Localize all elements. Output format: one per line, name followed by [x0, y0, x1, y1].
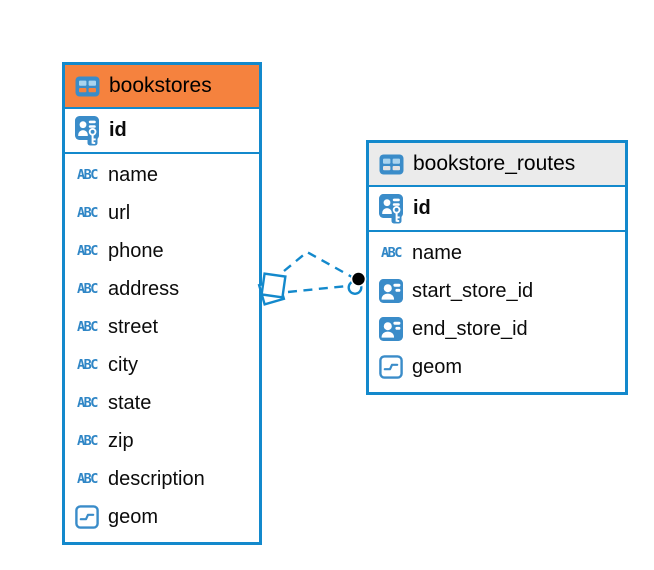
table-bookstore-routes[interactable]: bookstore_routes id [366, 140, 628, 395]
column-row[interactable]: ABC state [65, 384, 259, 422]
text-type-icon: ABC [77, 243, 98, 259]
circle-target-marker [347, 271, 367, 296]
text-type-icon: ABC [77, 433, 98, 449]
object-type-icon [377, 355, 405, 379]
text-type-icon: ABC [77, 319, 98, 335]
column-row[interactable]: geom [65, 498, 259, 536]
column-label: description [108, 467, 205, 490]
diamond-source-marker [257, 272, 287, 306]
column-row-id[interactable]: id [65, 109, 259, 154]
column-label: state [108, 391, 152, 414]
text-type-icon: ABC [77, 167, 98, 183]
table-name: bookstores [109, 74, 212, 97]
column-row[interactable]: ABC url [65, 194, 259, 232]
table-icon [377, 154, 405, 175]
column-row[interactable]: ABC name [369, 234, 625, 272]
column-label: address [108, 277, 180, 300]
text-type-icon: ABC [381, 245, 402, 261]
text-type-icon: ABC [77, 205, 98, 221]
column-label: id [109, 119, 127, 141]
column-row[interactable]: end_store_id [369, 310, 625, 348]
column-label: name [108, 163, 159, 186]
column-label: zip [108, 429, 134, 452]
relationship-edge-bent[interactable] [283, 250, 353, 279]
table-bookstores-header[interactable]: bookstores [65, 65, 259, 109]
text-type-icon: ABC [77, 395, 98, 411]
text-type-icon: ABC [77, 357, 98, 373]
column-label: street [108, 315, 159, 338]
reference-type-icon [377, 317, 405, 341]
column-label: phone [108, 239, 164, 262]
primary-key-icon [377, 193, 405, 224]
column-label: name [412, 241, 463, 264]
column-label: id [413, 197, 431, 219]
column-row[interactable]: ABC phone [65, 232, 259, 270]
relationship-edge-straight[interactable] [287, 284, 348, 294]
column-label: geom [108, 505, 159, 528]
table-icon [73, 76, 101, 97]
column-label: geom [412, 355, 463, 378]
column-label: url [108, 201, 131, 224]
column-row[interactable]: start_store_id [369, 272, 625, 310]
column-row[interactable]: ABC address [65, 270, 259, 308]
text-type-icon: ABC [77, 281, 98, 297]
column-row[interactable]: ABC description [65, 460, 259, 498]
table-bookstore-routes-fields: ABC name start_store_id [369, 232, 625, 392]
primary-key-icon [73, 115, 101, 146]
column-row-id[interactable]: id [369, 187, 625, 232]
column-row[interactable]: ABC name [65, 156, 259, 194]
column-label: city [108, 353, 138, 376]
table-bookstores[interactable]: bookstores id A [62, 62, 262, 545]
column-row[interactable]: ABC street [65, 308, 259, 346]
table-bookstores-fields: ABC name ABC url ABC phone ABC address A… [65, 154, 259, 542]
text-type-icon: ABC [77, 471, 98, 487]
column-row[interactable]: geom [369, 348, 625, 386]
table-bookstore-routes-header[interactable]: bookstore_routes [369, 143, 625, 187]
column-label: end_store_id [412, 317, 528, 340]
object-type-icon [73, 505, 101, 529]
column-row[interactable]: ABC city [65, 346, 259, 384]
reference-type-icon [377, 279, 405, 303]
column-row[interactable]: ABC zip [65, 422, 259, 460]
column-label: start_store_id [412, 279, 534, 302]
table-name: bookstore_routes [413, 152, 576, 175]
